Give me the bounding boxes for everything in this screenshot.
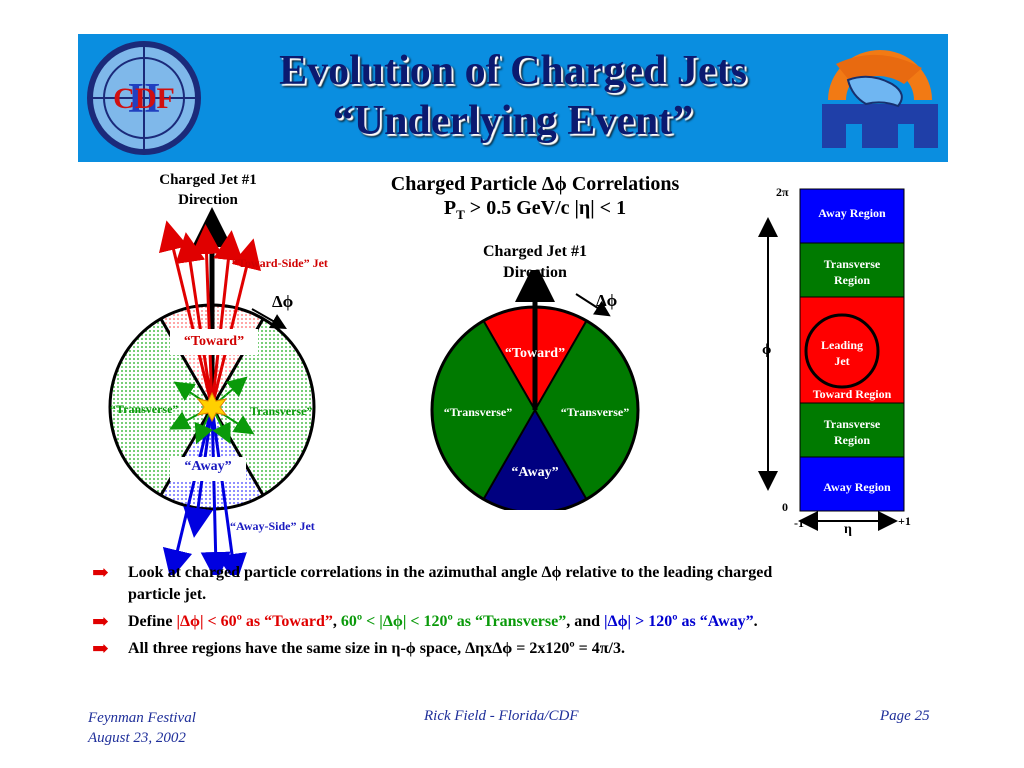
- left-transverse-left-label: “Transverse”: [110, 402, 179, 416]
- bullet-2-define: Define: [128, 613, 177, 630]
- center-region-diagram: [430, 270, 640, 510]
- eta-min-label: -1: [794, 516, 804, 530]
- away-side-jet-label: “Away-Side” Jet: [230, 519, 315, 533]
- bullet-3: ➡ All three regions have the same size i…: [92, 638, 952, 660]
- center-jet-direction-line1: Charged Jet #1: [483, 243, 587, 260]
- center-title-line2: PT > 0.5 GeV/c |η| < 1: [330, 196, 740, 227]
- arrow-icon: ➡: [92, 638, 109, 660]
- bullet-2-end: .: [753, 613, 758, 630]
- phi-max-label: 2π: [776, 185, 789, 199]
- pt-cut-text: > 0.5 GeV/c |η| < 1: [464, 197, 627, 219]
- bullet-2-transverse: 60º < |Δϕ| < 120º as “Transverse”: [340, 613, 567, 630]
- transverse-region-top-line1: Transverse: [823, 257, 881, 271]
- cdf-text: CDF: [113, 82, 175, 115]
- left-jet-direction-label: Charged Jet #1 Direction: [118, 170, 298, 210]
- bullet-2-away: |Δϕ| > 120º as “Away”: [604, 613, 754, 630]
- cdf-numeral: II: [128, 76, 161, 122]
- away-region-top: Away Region: [818, 206, 886, 220]
- arrow-icon: ➡: [92, 611, 109, 633]
- header-banner: Evolution of Charged Jets “Underlying Ev…: [78, 34, 948, 162]
- cdf-logo: II CDF: [87, 41, 201, 155]
- pt-symbol: P: [443, 197, 457, 219]
- title-line-1: Evolution of Charged Jets: [279, 48, 747, 94]
- footer-date: August 23, 2002: [88, 730, 186, 746]
- uf-logo: [822, 50, 938, 148]
- leading-jet-line2: Jet: [834, 354, 850, 368]
- center-title-line1: Charged Particle Δϕ Correlations: [390, 173, 680, 195]
- toward-region-label: Toward Region: [812, 387, 892, 401]
- eta-phi-diagram: [758, 188, 905, 531]
- footer-page: Page 25: [880, 708, 930, 724]
- title-line-2: “Underlying Event”: [332, 98, 694, 144]
- center-away-label: “Away”: [511, 465, 559, 480]
- left-jet-direction-line1: Charged Jet #1: [159, 172, 257, 188]
- bullet-list: ➡ Look at charged particle correlations …: [92, 562, 952, 665]
- bullet-2-toward: |Δϕ| < 60º as “Toward”: [176, 613, 333, 630]
- leading-jet-label: Leading Jet: [806, 337, 878, 369]
- bullet-1-line1: Look at charged particle correlations in…: [128, 564, 773, 581]
- bullet-2-sep2: , and: [566, 613, 605, 630]
- center-transverse-right-label: “Transverse”: [560, 405, 630, 419]
- footer-author: Rick Field - Florida/CDF: [424, 708, 579, 724]
- center-toward-label: “Toward”: [504, 346, 566, 361]
- transverse-region-top-line2: Region: [834, 273, 870, 287]
- toward-side-jet-label: “Toward-Side” Jet: [232, 256, 328, 270]
- bullet-1-line2: particle jet.: [128, 586, 207, 603]
- pt-subscript: T: [456, 207, 465, 222]
- footer-event: Feynman Festival: [88, 710, 196, 726]
- bullet-2-sep1: ,: [332, 613, 341, 630]
- transverse-region-bottom: Transverse Region: [800, 416, 904, 448]
- left-jet-direction-line2: Direction: [178, 192, 238, 208]
- left-toward-label: “Toward”: [183, 334, 245, 349]
- bullet-3-text: All three regions have the same size in …: [128, 640, 625, 657]
- left-delta-phi-label: Δϕ: [272, 292, 294, 311]
- eta-axis-label: η: [844, 522, 852, 537]
- left-transverse-right-label: Transverse”: [250, 404, 313, 418]
- arrow-icon: ➡: [92, 562, 109, 584]
- transverse-region-top: Transverse Region: [800, 256, 904, 288]
- transverse-region-bottom-line1: Transverse: [823, 417, 881, 431]
- center-transverse-left-label: “Transverse”: [443, 405, 513, 419]
- away-region-bottom: Away Region: [823, 480, 891, 494]
- leading-jet-line1: Leading: [820, 338, 863, 352]
- bullet-2: ➡ Define |Δϕ| < 60º as “Toward”, 60º < |…: [92, 611, 952, 633]
- eta-max-label: +1: [898, 514, 911, 528]
- phi-min-label: 0: [782, 500, 788, 514]
- bullet-1: ➡ Look at charged particle correlations …: [92, 562, 952, 606]
- center-title: Charged Particle Δϕ Correlations PT > 0.…: [330, 172, 740, 227]
- center-delta-phi-label: Δϕ: [596, 291, 618, 310]
- footer-left: Feynman Festival August 23, 2002: [88, 708, 196, 748]
- left-jet-diagram: [108, 207, 316, 575]
- left-away-label: “Away”: [184, 459, 232, 474]
- transverse-region-bottom-line2: Region: [834, 433, 870, 447]
- phi-axis-label: ϕ: [762, 342, 772, 358]
